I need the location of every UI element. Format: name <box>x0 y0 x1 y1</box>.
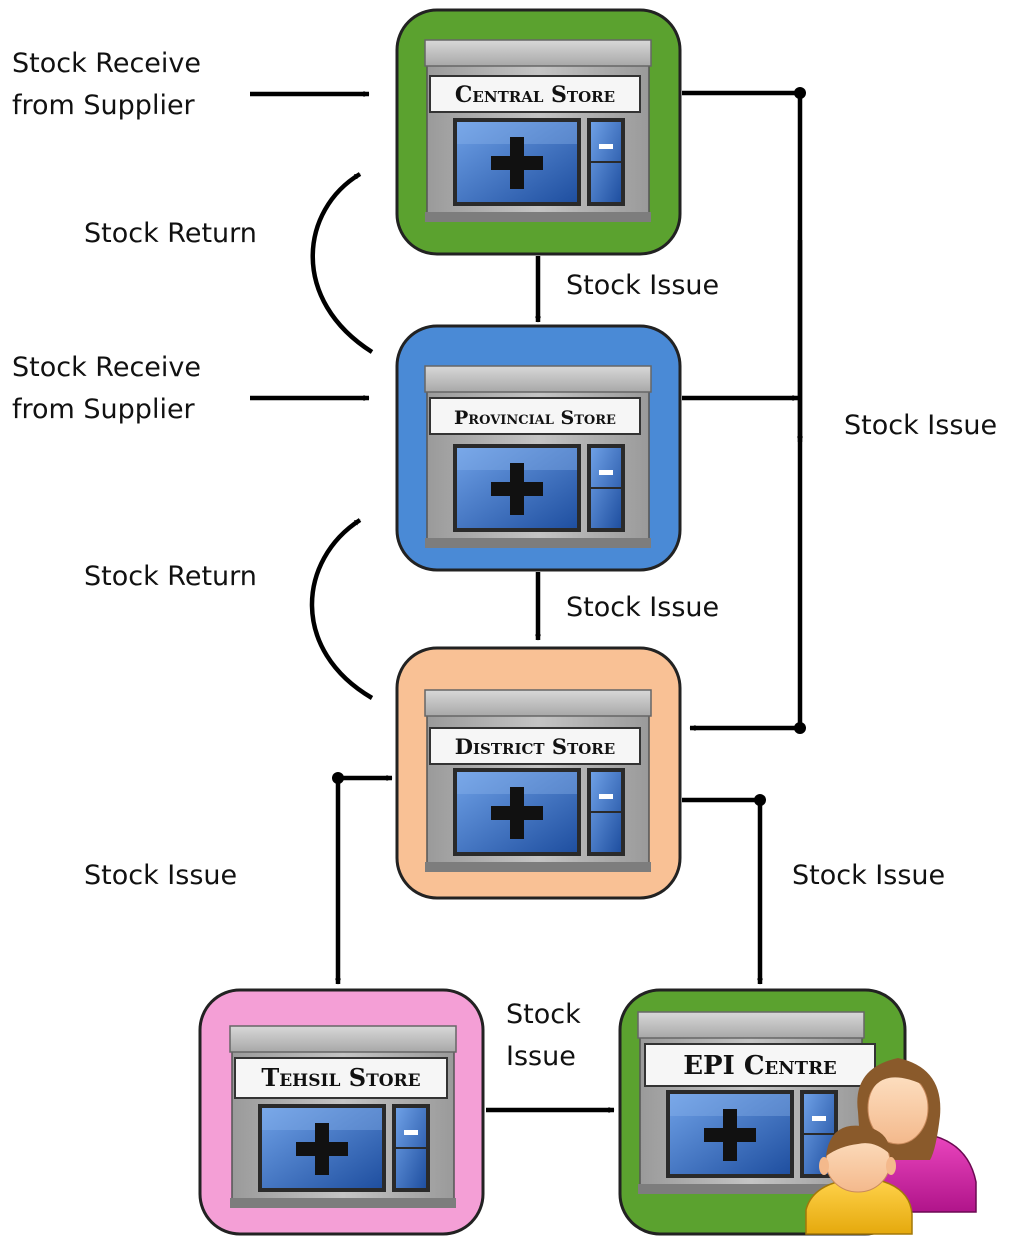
epi-centre-sign <box>644 1043 876 1087</box>
label-issue-central-provincial: Stock Issue <box>566 270 719 301</box>
bus-junction-top <box>794 87 806 99</box>
district-store-building-icon <box>424 689 652 873</box>
central-store-sign <box>429 75 641 113</box>
label-receive-central-line1: Stock Receive <box>12 48 201 79</box>
provincial-store-title: Provincial Store <box>454 407 616 429</box>
provincial-store-building-icon <box>424 365 652 549</box>
district-tehsil-connector <box>332 772 393 985</box>
tehsil-store: Tehsil Store <box>198 988 485 1236</box>
arrow-return-district-to-provincial <box>309 518 374 700</box>
tehsil-store-building-icon <box>229 1025 457 1209</box>
label-issue-provincial-district: Stock Issue <box>566 592 719 623</box>
arrow-return-provincial-to-central <box>310 172 374 354</box>
label-receive-provincial-line1: Stock Receive <box>12 352 201 383</box>
label-issue-tehsil-epi-line1: Stock <box>506 999 581 1030</box>
provincial-store-sign <box>429 397 641 435</box>
label-receive-central-line2: from Supplier <box>12 90 196 121</box>
epi-junction <box>754 794 766 806</box>
tehsil-store-title: Tehsil Store <box>261 1063 420 1092</box>
tehsil-store-sign <box>234 1057 448 1099</box>
label-return-lower: Stock Return <box>84 561 257 592</box>
label-issue-tehsil-epi-line2: Issue <box>506 1041 576 1072</box>
label-issue-right-bus: Stock Issue <box>844 410 997 441</box>
district-store: District Store <box>395 646 682 900</box>
label-issue-right-epi: Stock Issue <box>792 860 945 891</box>
epi-centre: EPI Centre <box>618 988 977 1236</box>
label-return-upper: Stock Return <box>84 218 257 249</box>
central-store: Central Store <box>395 8 682 256</box>
district-epi-connector <box>682 794 766 985</box>
arrow-district-to-epi <box>682 797 763 985</box>
right-issue-bus <box>682 87 806 734</box>
bus-line-central-to-district <box>682 90 803 728</box>
district-store-sign <box>429 727 641 765</box>
epi-centre-title: EPI Centre <box>683 1051 837 1081</box>
label-receive-provincial-line2: from Supplier <box>12 394 196 425</box>
woman-child-icon <box>805 1058 977 1235</box>
district-store-title: District Store <box>455 734 615 759</box>
central-store-building-icon <box>424 39 652 223</box>
central-store-title: Central Store <box>455 82 615 108</box>
provincial-store: Provincial Store <box>395 324 682 572</box>
label-issue-left-tehsil: Stock Issue <box>84 860 237 891</box>
